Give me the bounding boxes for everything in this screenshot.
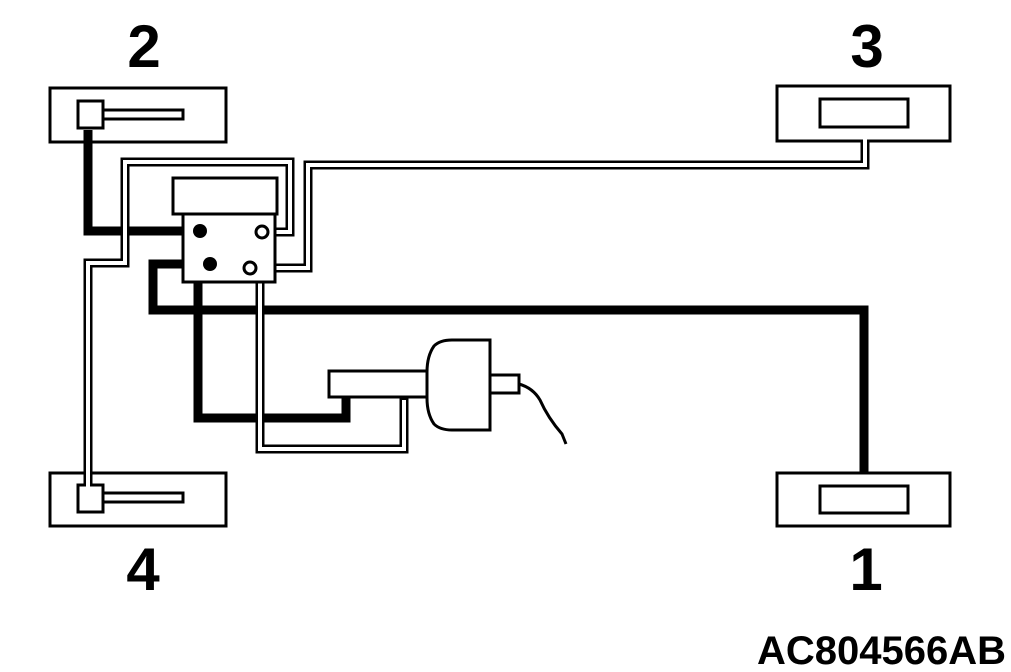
brake-booster: [425, 338, 568, 445]
wheel-label-front-right: 3: [850, 13, 883, 80]
wheel-label-rear-right: 1: [849, 536, 882, 603]
pedal-link: [518, 382, 568, 445]
wheel-rear-right: [775, 471, 952, 528]
line-master-to-hcu-primary: [193, 282, 351, 423]
wheel-label-front-left: 2: [127, 13, 160, 80]
pushrod: [488, 373, 521, 395]
master-cylinder: [327, 369, 429, 399]
port-secondary-lower: [242, 260, 258, 276]
port-primary-lower: [203, 257, 217, 271]
wheel-front-left: [48, 86, 228, 144]
figure-code: AC804566AB: [757, 629, 1006, 672]
hydraulic-unit: [171, 176, 279, 284]
port-secondary-upper: [254, 224, 270, 240]
wheel-front-right: [775, 84, 952, 143]
line-to-front-left: [83, 130, 200, 236]
port-primary-upper: [193, 224, 207, 238]
line-to-rear-right: [148, 259, 869, 473]
wheel-label-rear-left: 4: [126, 536, 160, 603]
wheel-rear-left: [48, 471, 228, 528]
primary-brake-lines: [83, 130, 869, 473]
secondary-brake-lines-fill: [86, 138, 867, 489]
